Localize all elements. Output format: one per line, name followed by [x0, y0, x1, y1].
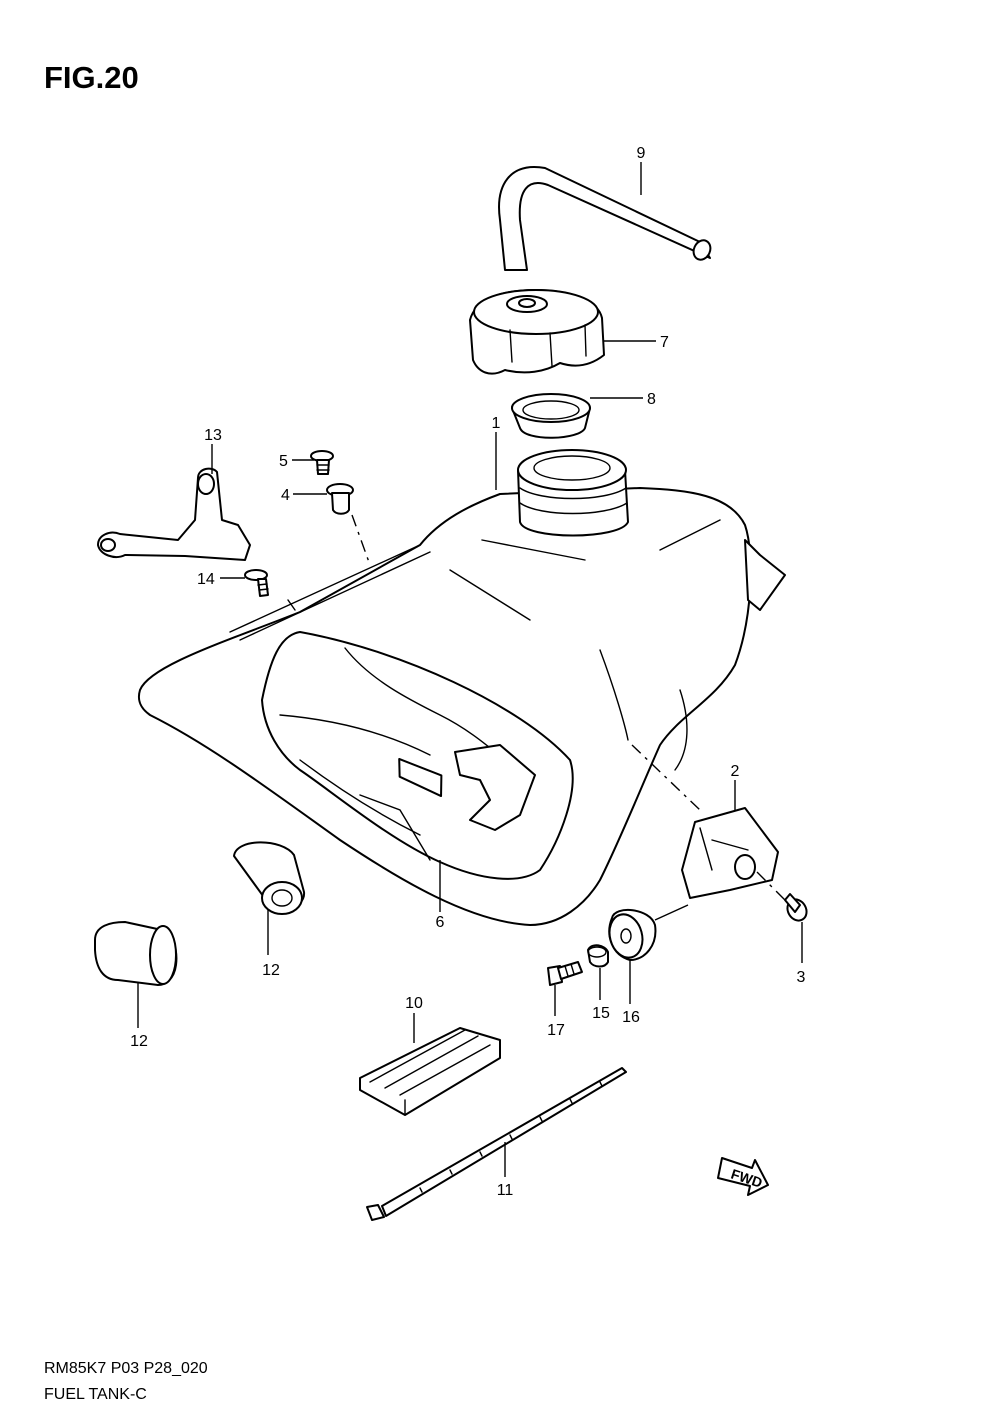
pad-10 [359, 1027, 501, 1116]
cushion-16 [608, 908, 657, 961]
bracket-13 [97, 467, 251, 561]
screw-3 [784, 893, 808, 922]
figure-code: RM85K7 P03 P28_020 [44, 1360, 208, 1377]
callout-4: 4 [281, 487, 290, 504]
bolt-17 [547, 961, 583, 986]
callout-1: 1 [492, 415, 501, 432]
callout-17: 17 [547, 1022, 565, 1039]
fuel-tank [137, 449, 786, 926]
callout-7: 7 [660, 334, 669, 351]
callout-8: 8 [647, 391, 656, 408]
tube-12-upper [233, 841, 306, 915]
callout-3: 3 [797, 969, 806, 986]
fwd-arrow-icon: FWD [717, 1157, 769, 1196]
callout-14: 14 [197, 571, 215, 588]
callout-15: 15 [592, 1005, 610, 1022]
callout-13: 13 [204, 427, 222, 444]
mount-plate-2 [681, 807, 779, 899]
callout-11: 11 [497, 1182, 514, 1199]
cable-tie-11 [366, 1067, 627, 1221]
bolt-5 [310, 450, 334, 475]
callout-10: 10 [405, 995, 423, 1012]
bolt-14 [244, 569, 269, 597]
callout-9: 9 [637, 145, 646, 162]
callout-2: 2 [731, 763, 740, 780]
figure-title: FIG.20 [44, 60, 139, 95]
breather-hose [498, 166, 712, 271]
figure-name: FUEL TANK-C [44, 1386, 147, 1403]
callout-16: 16 [622, 1009, 640, 1026]
cap-gasket [511, 393, 591, 439]
collar-15 [587, 944, 609, 968]
leader-lines [137, 162, 803, 1177]
collar-4 [326, 483, 354, 515]
callout-5: 5 [279, 453, 288, 470]
callout-12-lower: 12 [130, 1033, 148, 1050]
tube-12-lower [94, 921, 178, 986]
fuel-cap [469, 289, 605, 375]
callout-12-upper: 12 [262, 962, 280, 979]
callout-6: 6 [436, 914, 445, 931]
